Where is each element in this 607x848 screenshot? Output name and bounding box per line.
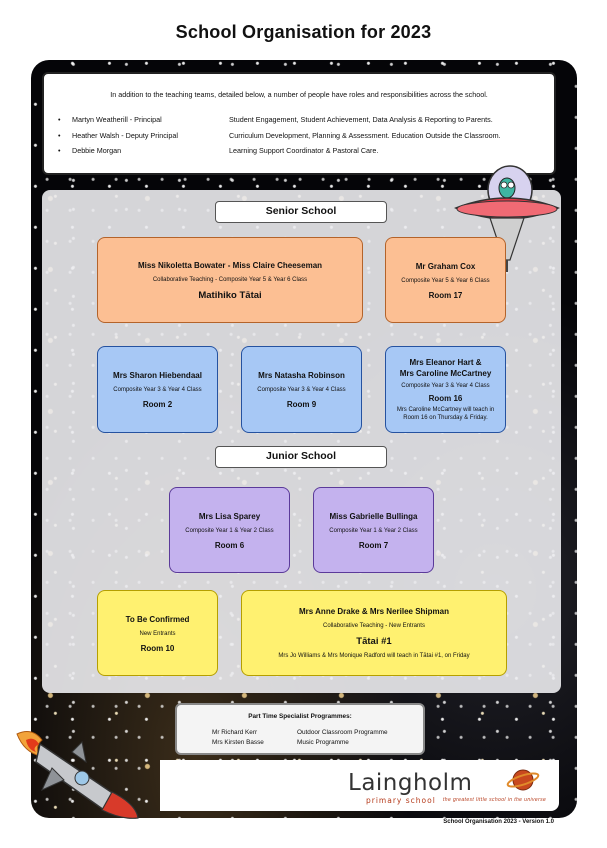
specialist-name: Mrs Kirsten Basse (212, 739, 264, 746)
bullet: • (58, 146, 61, 155)
specialist-programmes-box: Part Time Specialist Programmes: Mr Rich… (175, 703, 425, 755)
class-description: Composite Year 3 & Year 4 Class (113, 387, 202, 393)
teacher-name: Mrs Eleanor Hart & (409, 358, 482, 367)
room-name: Room 10 (140, 643, 175, 653)
staff-role: Student Engagement, Student Achievement,… (229, 115, 493, 124)
teacher-name: Mrs Lisa Sparey (198, 511, 261, 521)
room-note: Mrs Caroline McCartney will teach in Roo… (396, 407, 495, 421)
teacher-name: Mrs Natasha Robinson (258, 371, 345, 380)
class-description: New Entrants (139, 630, 176, 637)
logo-tagline: the greatest little school in the univer… (443, 797, 547, 803)
staff-name: Heather Walsh - Deputy Principal (72, 130, 178, 140)
room-name: Room 16 (428, 394, 463, 403)
staff-name: Martyn Weatherill - Principal (72, 115, 162, 124)
class-description: Collaborative Teaching - Composite Year … (152, 276, 308, 283)
senior-school-heading: Senior School (215, 201, 387, 223)
class-card-room17: Mr Graham Cox Composite Year 5 & Year 6 … (385, 237, 506, 323)
staff-role: Curriculum Development, Planning & Asses… (229, 130, 501, 140)
teacher-names: Miss Nikoletta Bowater - Miss Claire Che… (137, 260, 323, 270)
ufo-alien-icon (454, 165, 560, 272)
room-name: Matihiko Tātai (198, 289, 262, 301)
specialist-programme: Music Programme (297, 739, 349, 746)
planet-logo-icon (506, 769, 540, 791)
class-card-room7: Miss Gabrielle Bullinga Composite Year 1… (313, 487, 434, 573)
page-title: School Organisation for 2023 (175, 22, 432, 42)
logo-brand-text: Laingholm (348, 770, 473, 796)
specialist-name: Mr Richard Kerr (212, 729, 258, 736)
room-name: Room 17 (428, 290, 463, 300)
teacher-name: Mr Graham Cox (415, 261, 476, 271)
intro-text: In addition to the teaching teams, detai… (110, 90, 488, 99)
staff-row: • Heather Walsh - Deputy Principal Curri… (58, 131, 548, 147)
specialist-heading: Part Time Specialist Programmes: (248, 713, 352, 720)
leadership-box: In addition to the teaching teams, detai… (42, 72, 556, 175)
junior-school-heading: Junior School (215, 446, 387, 468)
room-name: Room 2 (142, 400, 173, 409)
class-description: Composite Year 3 & Year 4 Class (257, 387, 346, 393)
staff-list: • Martyn Weatherill - Principal Student … (58, 115, 548, 162)
room-name: Room 6 (214, 540, 245, 550)
staff-row: • Debbie Morgan Learning Support Coordin… (58, 146, 548, 162)
teacher-name: Mrs Sharon Hiebendaal (113, 371, 202, 380)
class-description: Composite Year 1 & Year 2 Class (185, 527, 274, 534)
class-description: Composite Year 3 & Year 4 Class (401, 383, 490, 389)
class-description: Collaborative Teaching - New Entrants (323, 623, 425, 629)
staff-role: Learning Support Coordinator & Pastoral … (229, 146, 379, 155)
logo-subtitle: primary school (366, 796, 436, 805)
staff-row: • Martyn Weatherill - Principal Student … (58, 115, 548, 131)
teacher-name: To Be Confirmed (125, 614, 190, 624)
footer-version: School Organisation 2023 - Version 1.0 (443, 819, 554, 825)
class-card-tatai: Mrs Anne Drake & Mrs Nerilee Shipman Col… (241, 590, 507, 676)
bullet: • (58, 115, 61, 124)
teacher-name: Mrs Caroline McCartney (399, 369, 492, 378)
school-logo: Laingholm primary school the greatest li… (160, 760, 559, 811)
class-card-room6: Mrs Lisa Sparey Composite Year 1 & Year … (169, 487, 290, 573)
class-description: Composite Year 1 & Year 2 Class (329, 527, 418, 534)
teacher-names: Mrs Anne Drake & Mrs Nerilee Shipman (299, 607, 449, 616)
room-name: Room 9 (286, 400, 317, 409)
bullet: • (58, 130, 61, 140)
rocket-icon (16, 731, 139, 819)
room-note: Mrs Jo Williams & Mrs Monique Radford wi… (278, 653, 470, 659)
class-card-room10: To Be Confirmed New Entrants Room 10 (97, 590, 218, 676)
teacher-name: Miss Gabrielle Bullinga (329, 511, 418, 521)
class-description: Composite Year 5 & Year 6 Class (401, 277, 490, 284)
class-card-room2: Mrs Sharon Hiebendaal Composite Year 3 &… (97, 346, 218, 433)
room-name: Room 7 (358, 540, 389, 550)
class-card-matihiko: Miss Nikoletta Bowater - Miss Claire Che… (97, 237, 363, 323)
class-card-room9: Mrs Natasha Robinson Composite Year 3 & … (241, 346, 362, 433)
specialist-programme: Outdoor Classroom Programme (297, 729, 388, 736)
room-name: Tātai #1 (356, 636, 392, 647)
staff-name: Debbie Morgan (72, 146, 122, 155)
class-card-room16: Mrs Eleanor Hart & Mrs Caroline McCartne… (385, 346, 506, 433)
